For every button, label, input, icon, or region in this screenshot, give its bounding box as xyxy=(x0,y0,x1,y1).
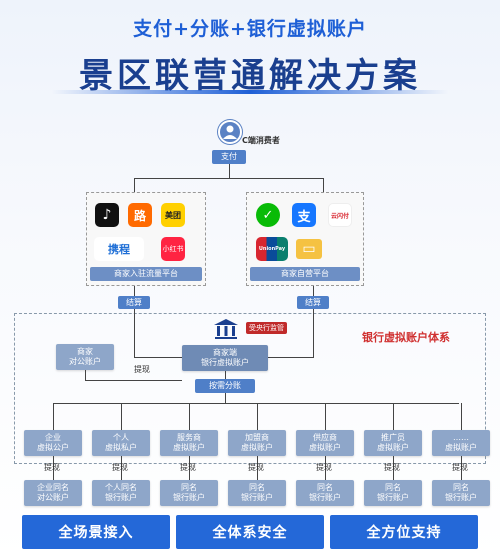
withdraw-label: 提现 xyxy=(384,463,400,472)
system-title: 银行虚拟账户体系 xyxy=(362,331,450,344)
sub-virtual-account: 加盟商 虚拟账户 xyxy=(228,430,286,456)
connector xyxy=(461,403,462,430)
full-security-button[interactable]: 全体系安全 xyxy=(176,515,324,549)
connector xyxy=(134,178,324,179)
consumer-label: C端消费者 xyxy=(242,136,280,145)
pay-label: 支付 xyxy=(212,150,246,164)
user-icon xyxy=(218,120,242,144)
withdraw-label: 提现 xyxy=(452,463,468,472)
card-icon: ▭ xyxy=(296,239,322,259)
bank-icon xyxy=(213,318,239,340)
connector xyxy=(134,286,135,296)
connector xyxy=(268,357,314,358)
connector xyxy=(313,309,314,357)
split-label: 按需分账 xyxy=(195,379,255,393)
kuaishou-glyph: 路 xyxy=(133,208,146,223)
withdraw-label: 提现 xyxy=(248,463,264,472)
sub-virtual-account: 供应商 虚拟账户 xyxy=(296,430,354,456)
connector xyxy=(313,286,314,296)
withdraw-label: 提现 xyxy=(112,463,128,472)
yunshanfu-text: 云闪付 xyxy=(330,212,349,220)
connector xyxy=(189,403,190,430)
withdraw-label: 提现 xyxy=(180,463,196,472)
target-bank-account: 同名 银行账户 xyxy=(296,480,354,506)
withdraw-label-main: 提现 xyxy=(134,365,150,374)
unionpay-text: UnionPay xyxy=(258,246,286,252)
connector xyxy=(225,393,226,403)
xiaohongshu-icon: 小红书 xyxy=(161,237,185,261)
sub-virtual-account: 服务商 虚拟账户 xyxy=(160,430,218,456)
full-support-button[interactable]: 全方位支持 xyxy=(330,515,478,549)
title-underline xyxy=(52,90,448,94)
connector xyxy=(461,456,462,480)
traffic-platform-label: 商家入驻流量平台 xyxy=(90,267,202,281)
merchant-public-account: 商家 对公账户 xyxy=(56,344,114,370)
bank-virtual-account-system xyxy=(14,313,486,464)
full-scene-button[interactable]: 全场景接入 xyxy=(22,515,170,549)
connector xyxy=(393,456,394,480)
douyin-icon: ♪ xyxy=(95,203,119,227)
connector xyxy=(121,403,122,430)
connector xyxy=(229,164,230,178)
sub-virtual-account: …… 虚拟账户 xyxy=(432,430,490,456)
sub-virtual-account: 个人 虚拟私户 xyxy=(92,430,150,456)
alipay-icon: 支 xyxy=(292,203,316,227)
connector xyxy=(53,403,459,404)
wechat-glyph: ✓ xyxy=(262,207,274,223)
meituan-text: 美团 xyxy=(165,210,181,220)
connector xyxy=(134,357,182,358)
connector xyxy=(257,403,258,430)
connector xyxy=(393,403,394,430)
self-platform-label: 商家自营平台 xyxy=(250,267,360,281)
unionpay-icon: UnionPay xyxy=(256,237,288,261)
connector xyxy=(134,178,135,192)
merchant-virtual-account: 商家端 银行虚拟账户 xyxy=(182,345,268,371)
card-glyph: ▭ xyxy=(302,241,316,257)
connector xyxy=(85,370,86,380)
connector xyxy=(325,456,326,480)
withdraw-label: 提现 xyxy=(44,463,60,472)
regulator-badge: 受央行监管 xyxy=(246,322,287,334)
target-bank-account: 企业同名 对公账户 xyxy=(24,480,82,506)
connector xyxy=(53,403,54,430)
yunshanfu-icon: 云闪付 xyxy=(328,203,352,227)
subtitle: 支付+分账+银行虚拟账户 xyxy=(133,18,367,40)
connector xyxy=(85,380,182,381)
douyin-glyph: ♪ xyxy=(102,207,112,223)
wechat-pay-icon: ✓ xyxy=(256,203,280,227)
connector xyxy=(225,371,226,379)
sub-virtual-account: 企业 虚拟公户 xyxy=(24,430,82,456)
connector xyxy=(257,456,258,480)
sub-virtual-account: 推广员 虚拟账户 xyxy=(364,430,422,456)
page-title: 景区联营通解决方案 xyxy=(79,56,421,96)
alipay-text: 支 xyxy=(297,209,311,225)
withdraw-label: 提现 xyxy=(316,463,332,472)
connector xyxy=(121,456,122,480)
settle-label-right: 结算 xyxy=(297,296,329,309)
connector xyxy=(323,178,324,192)
settle-label-left: 结算 xyxy=(118,296,150,309)
target-bank-account: 同名 银行账户 xyxy=(432,480,490,506)
target-bank-account: 同名 银行账户 xyxy=(160,480,218,506)
target-bank-account: 同名 银行账户 xyxy=(228,480,286,506)
target-bank-account: 同名 银行账户 xyxy=(364,480,422,506)
connector xyxy=(325,403,326,430)
kuaishou-icon: 路 xyxy=(128,203,152,227)
ctrip-text: 携程 xyxy=(108,243,130,256)
connector xyxy=(53,456,54,480)
connector xyxy=(189,456,190,480)
meituan-icon: 美团 xyxy=(161,203,185,227)
ctrip-icon: 携程 xyxy=(94,237,144,261)
connector xyxy=(134,309,135,357)
xiaohongshu-text: 小红书 xyxy=(162,245,184,253)
target-bank-account: 个人同名 银行账户 xyxy=(92,480,150,506)
